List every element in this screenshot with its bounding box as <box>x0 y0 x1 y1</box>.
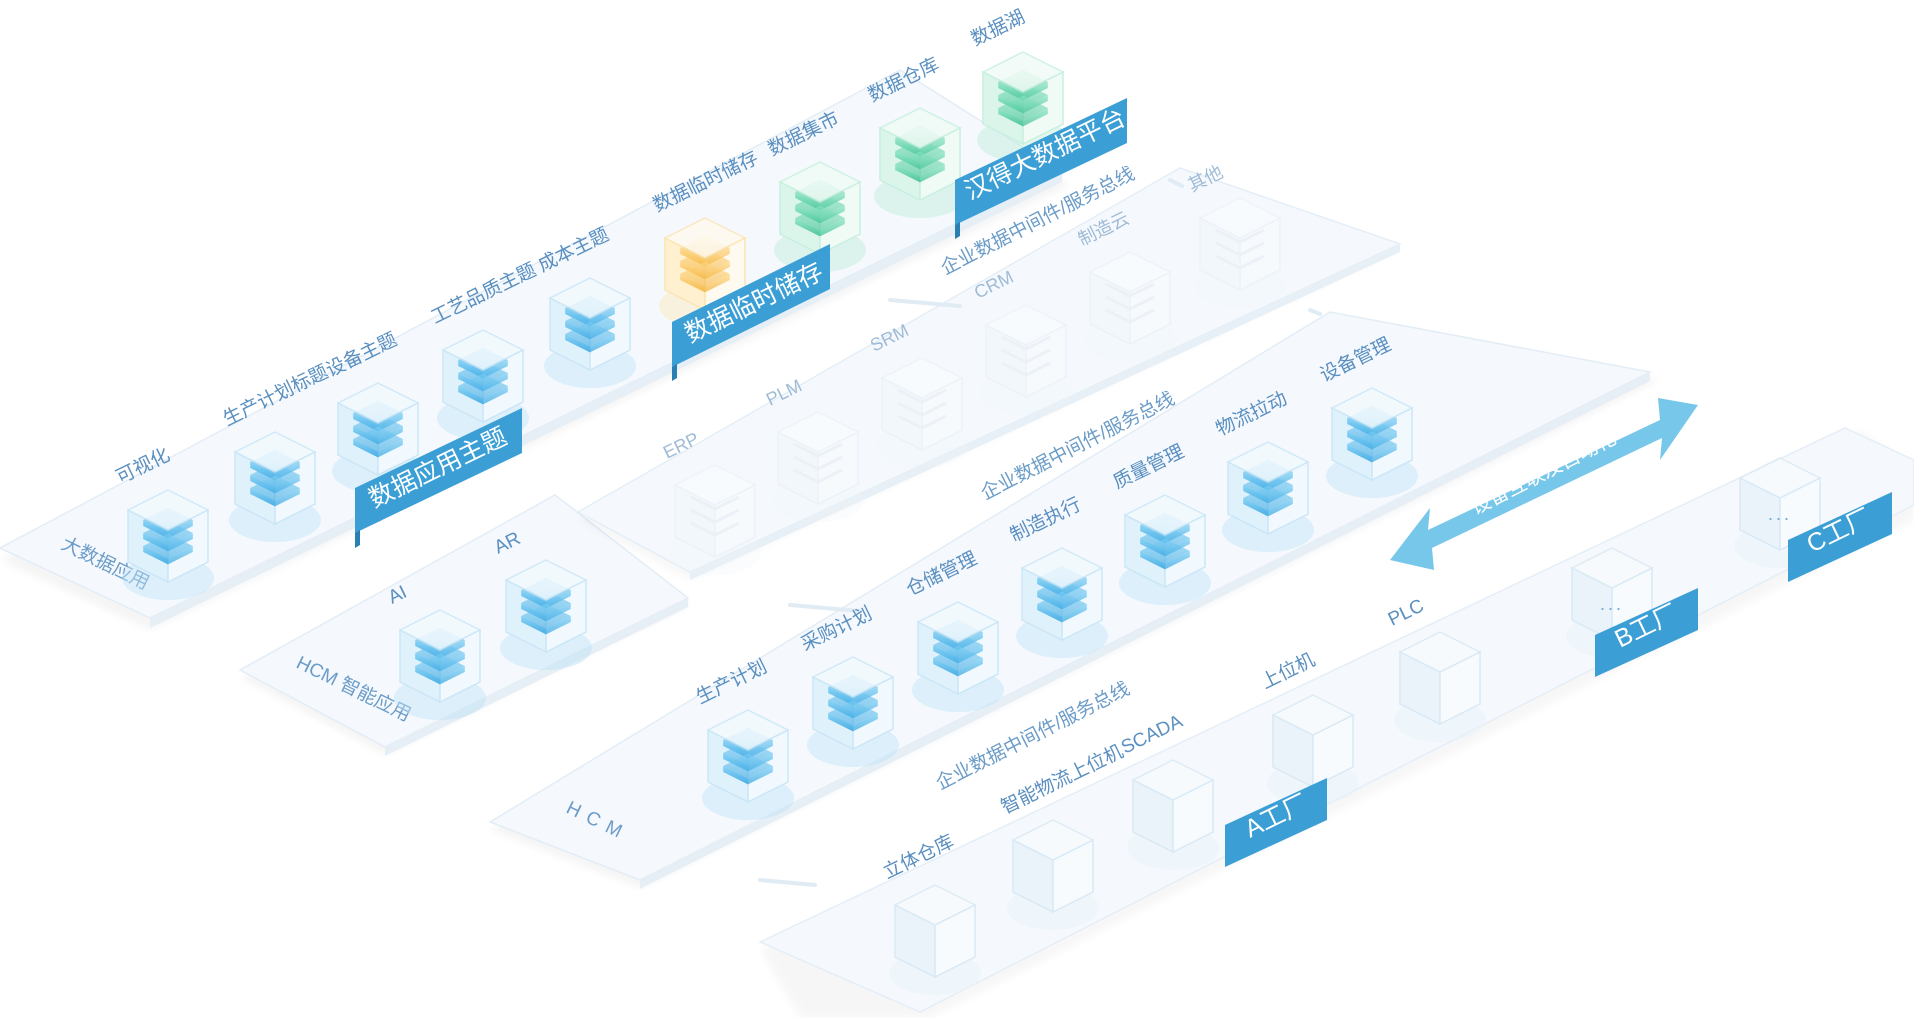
bus-connectors <box>758 178 1322 887</box>
cube-crm <box>980 304 1072 415</box>
cube-smart-logistics-pc <box>1007 819 1099 930</box>
cube-logistics-pull <box>1222 441 1314 552</box>
cube-quality-mgmt <box>1119 494 1211 605</box>
cube-label-factory-c-node: ... <box>1768 504 1792 524</box>
cube-ar <box>500 559 592 670</box>
cube-process-quality-topic <box>437 329 529 440</box>
cube-production-plan-kpi <box>229 431 321 542</box>
cube-plm <box>772 411 864 522</box>
cube-host-pc <box>1267 694 1359 805</box>
cube-label-factory-b-node: ... <box>1600 594 1624 614</box>
cube-cost-topic <box>544 277 636 388</box>
cube-plc <box>1394 631 1486 742</box>
cube-production-plan <box>702 709 794 820</box>
cube-erp <box>669 464 761 575</box>
cube-others <box>1194 197 1286 308</box>
cube-layer <box>122 51 1826 995</box>
cube-visualization <box>122 489 214 600</box>
cube-srm <box>876 357 968 468</box>
cube-stereo-warehouse <box>889 884 981 995</box>
cube-label-plc: PLC <box>1385 595 1427 630</box>
cube-data-warehouse <box>874 107 966 218</box>
cube-procurement-plan <box>807 656 899 767</box>
cube-manufacturing-exec <box>1016 547 1108 658</box>
cube-ai <box>394 609 486 720</box>
cube-temp-store <box>659 217 751 328</box>
cube-label-data-lake: 数据湖 <box>968 6 1029 51</box>
cube-equipment-mgmt <box>1326 387 1418 498</box>
cube-warehouse-mgmt <box>912 601 1004 712</box>
cube-manufacturing-cloud <box>1084 251 1176 362</box>
cube-scada <box>1127 759 1219 870</box>
